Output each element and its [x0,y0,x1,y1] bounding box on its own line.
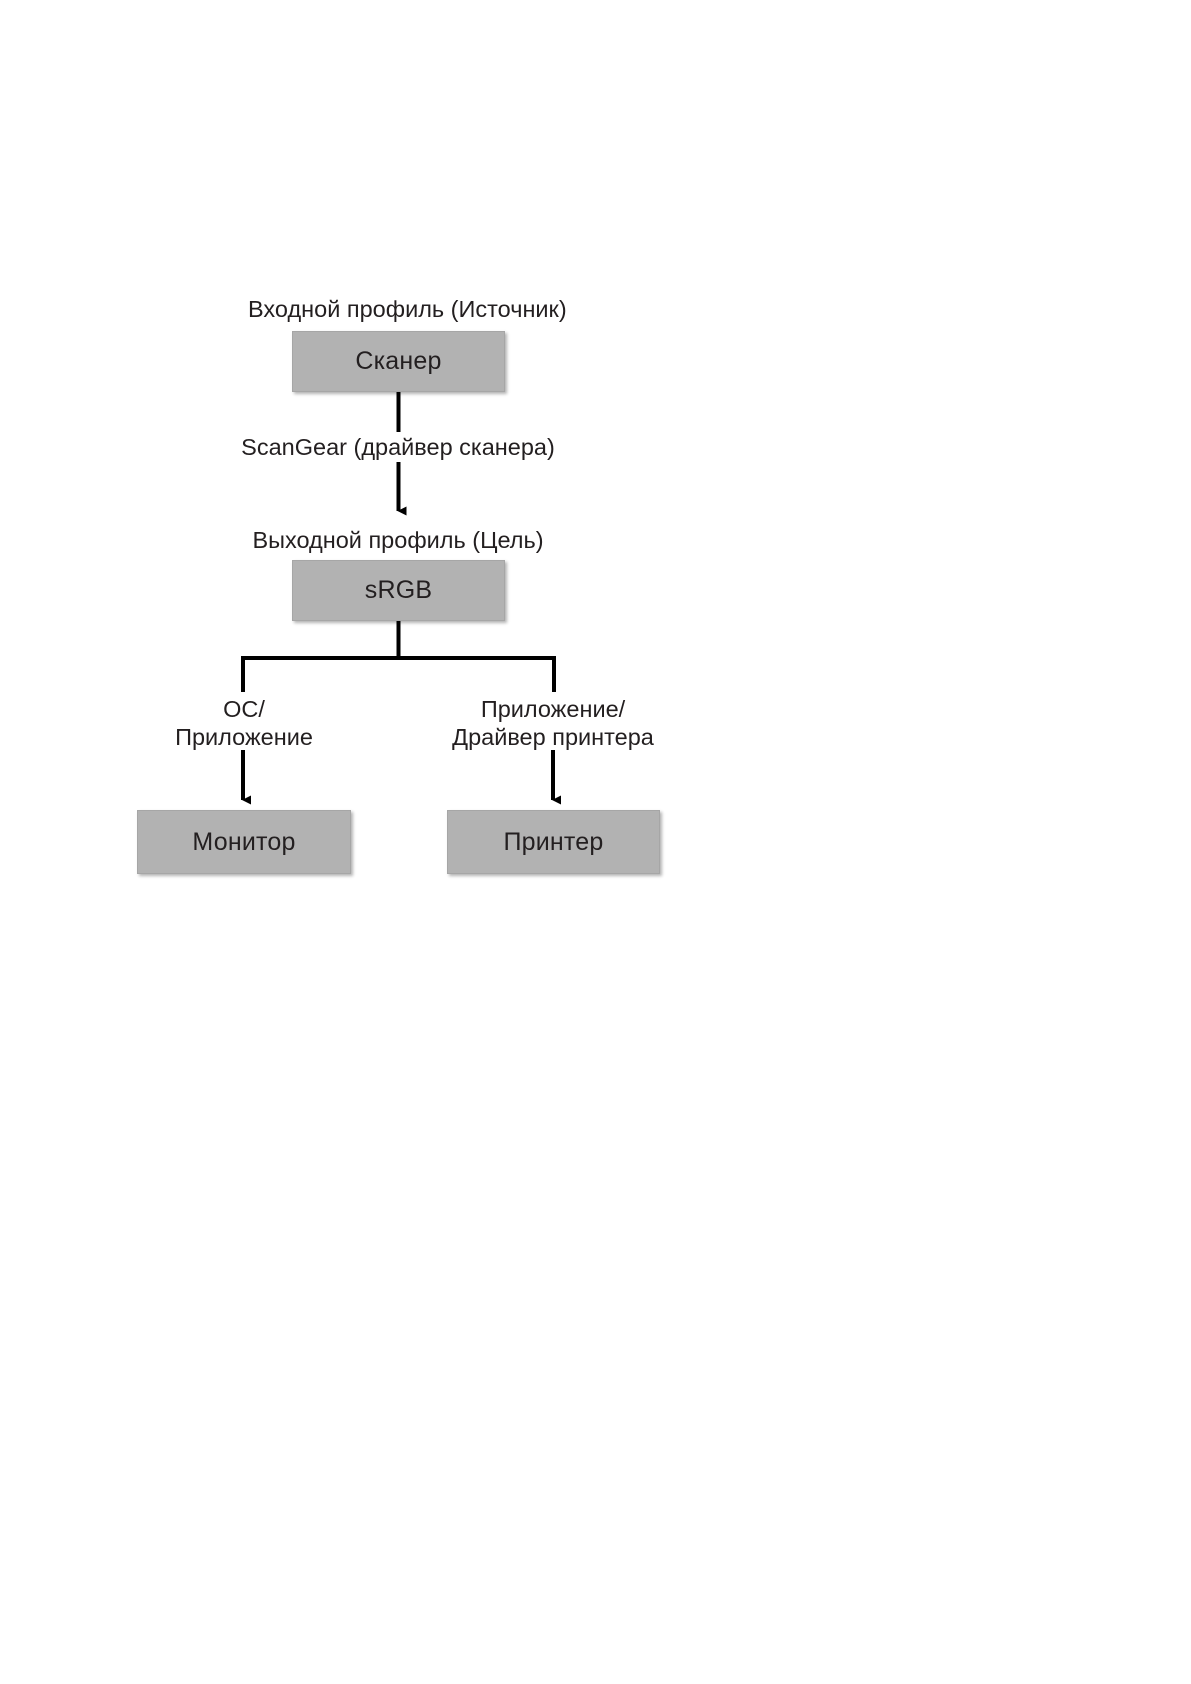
edge-label-scangear-text: ScanGear (драйвер сканера) [237,434,559,460]
node-printer[interactable]: Принтер [447,810,660,874]
edge-label-application-printer-driver: Приложение/ Драйвер принтера [450,696,656,751]
node-monitor-label: Монитор [192,827,296,856]
node-srgb[interactable]: sRGB [292,560,505,621]
edge-label-os-application-line2: Приложение [175,723,313,750]
node-srgb-label: sRGB [364,576,433,604]
node-monitor[interactable]: Монитор [137,810,351,874]
output-profile-caption: Выходной профиль (Цель) [252,527,544,553]
edge-label-os-application-line1: ОС/ [223,696,265,722]
input-profile-caption: Входной профиль (Источник) [248,296,567,322]
edge-label-application-printer-driver-line1: Приложение/ [480,696,626,722]
node-scanner-label: Сканер [355,347,442,375]
edge-label-os-application: ОС/ Приложение [148,696,340,751]
edge-label-scangear: ScanGear (драйвер сканера) [228,434,568,462]
edge-label-application-printer-driver-line2: Драйвер принтера [452,723,654,750]
node-scanner[interactable]: Сканер [292,331,505,392]
node-printer-label: Принтер [503,827,604,856]
